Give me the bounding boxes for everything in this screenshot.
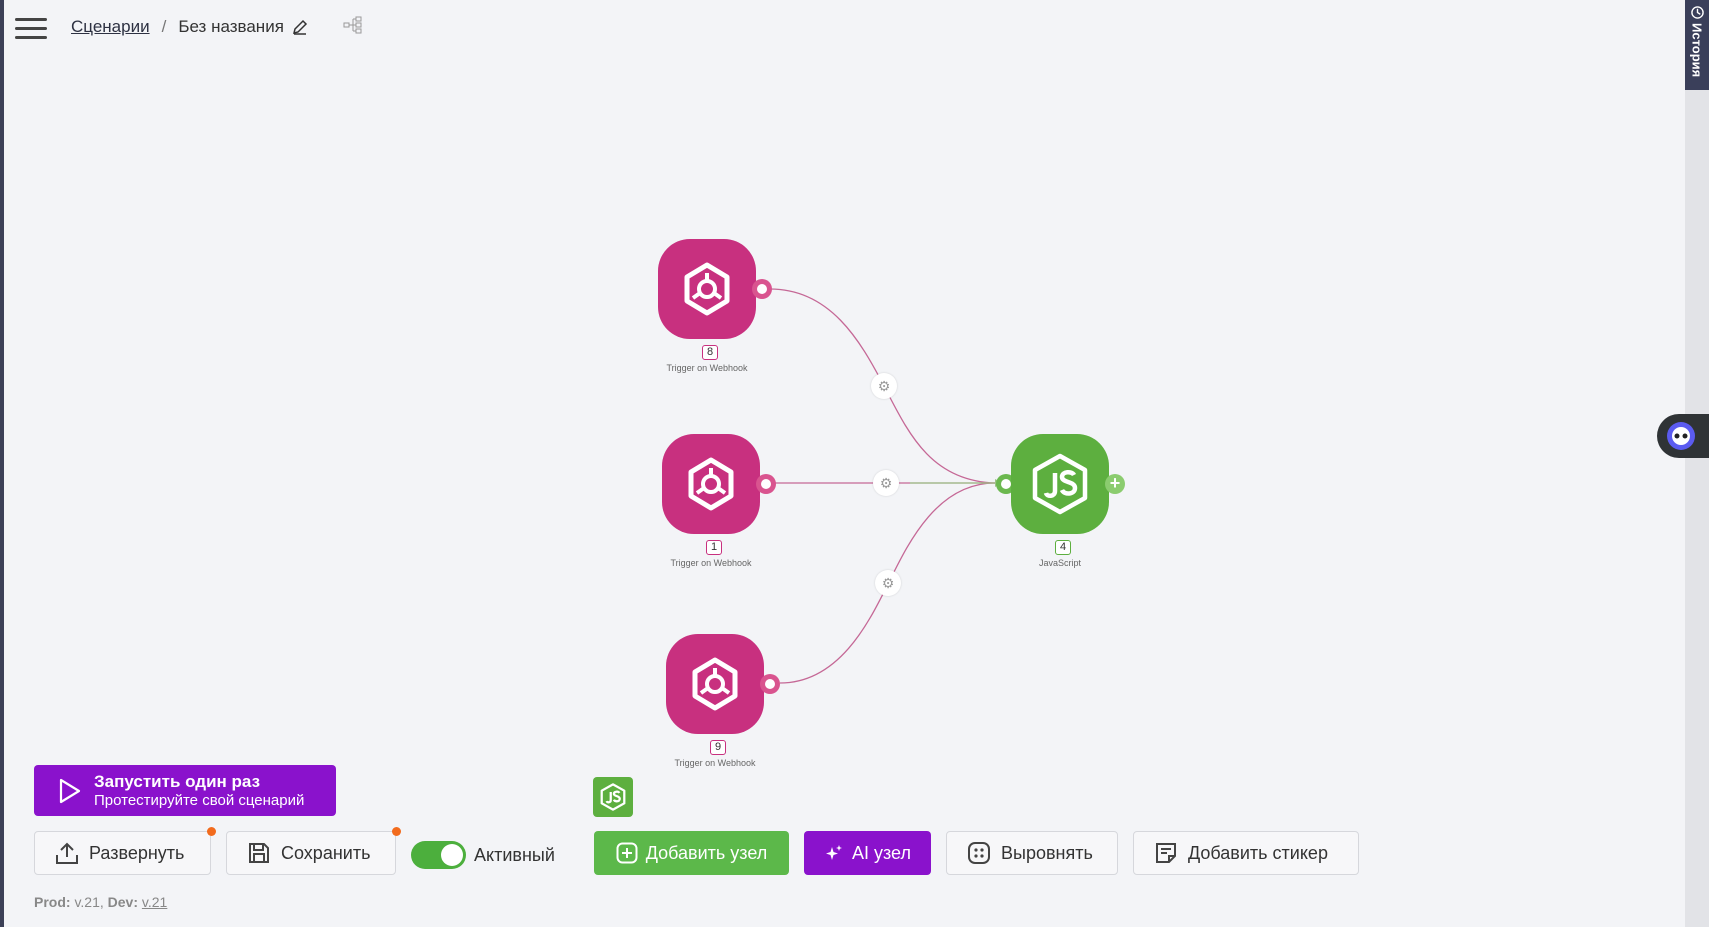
scenario-title: Без названия xyxy=(178,17,284,36)
sticker-icon xyxy=(1154,841,1178,865)
dev-label: Dev: xyxy=(107,894,139,910)
javascript-node[interactable] xyxy=(1011,434,1109,534)
add-node-button[interactable]: Добавить узел xyxy=(594,831,789,875)
play-icon xyxy=(59,778,81,803)
dev-version-link[interactable]: v.21 xyxy=(141,894,168,910)
add-node-label: Добавить узел xyxy=(645,842,768,863)
floppy-icon xyxy=(247,841,271,865)
js-node-shortcut[interactable] xyxy=(593,777,633,817)
add-sticker-label: Добавить стикер xyxy=(1188,842,1328,863)
sparkles-icon xyxy=(824,843,844,863)
history-label: История xyxy=(1689,23,1705,78)
node-number-badge: 8 xyxy=(702,345,718,360)
structure-icon[interactable] xyxy=(343,16,363,39)
webhook-icon xyxy=(688,457,734,511)
add-next-node-plus-icon[interactable]: + xyxy=(1105,474,1125,494)
connection-gear-icon[interactable]: ⚙ xyxy=(875,570,901,596)
webhook-trigger-node[interactable] xyxy=(662,434,760,534)
webhook-icon xyxy=(684,262,730,316)
assistant-button[interactable] xyxy=(1657,414,1709,458)
breadcrumb-scenarios-link[interactable]: Сценарии xyxy=(71,17,150,36)
run-once-button[interactable]: Запустить один раз Протестируйте свой сц… xyxy=(34,765,336,816)
node-number-badge: 4 xyxy=(1055,540,1071,555)
add-sticker-button[interactable]: Добавить стикер xyxy=(1133,831,1359,875)
right-sidebar xyxy=(1685,0,1709,927)
align-button[interactable]: Выровнять xyxy=(946,831,1118,875)
node-label: Trigger on Webhook xyxy=(670,558,752,568)
output-port[interactable] xyxy=(756,474,776,494)
node-label: Trigger on Webhook xyxy=(666,363,748,373)
pencil-icon[interactable] xyxy=(292,19,308,35)
prod-version: v.21, xyxy=(74,894,104,910)
upload-icon xyxy=(55,841,79,865)
clock-icon xyxy=(1690,6,1704,19)
run-once-subtitle: Протестируйте свой сценарий xyxy=(94,791,305,809)
unsaved-dot xyxy=(207,827,216,836)
left-edge-bar xyxy=(0,0,4,927)
run-once-title: Запустить один раз xyxy=(94,771,261,791)
robot-face-icon xyxy=(1667,422,1695,450)
node-number-badge: 1 xyxy=(706,540,722,555)
ai-node-label: AI узел xyxy=(852,842,911,863)
deploy-button[interactable]: Развернуть xyxy=(34,827,216,875)
plus-square-icon xyxy=(616,842,638,864)
nodejs-icon xyxy=(1032,453,1088,515)
unsaved-dot xyxy=(392,827,401,836)
menu-icon[interactable] xyxy=(15,18,47,40)
breadcrumb-separator: / xyxy=(161,17,167,36)
node-label: JavaScript xyxy=(1038,558,1082,568)
nodejs-icon xyxy=(600,783,626,811)
ai-node-button[interactable]: AI узел xyxy=(804,831,931,875)
breadcrumb: Сценарии / Без названия xyxy=(71,17,308,37)
deploy-label: Развернуть xyxy=(89,842,185,863)
history-tab[interactable]: История xyxy=(1685,0,1709,90)
align-label: Выровнять xyxy=(1001,842,1093,863)
node-number-badge: 9 xyxy=(710,740,726,755)
node-label: Trigger on Webhook xyxy=(674,758,756,768)
align-dots-icon xyxy=(967,841,991,865)
output-port[interactable] xyxy=(760,674,780,694)
active-switch[interactable] xyxy=(411,841,466,869)
save-button[interactable]: Сохранить xyxy=(226,827,401,875)
webhook-trigger-node[interactable] xyxy=(666,634,764,734)
save-label: Сохранить xyxy=(281,842,371,863)
output-port[interactable] xyxy=(752,279,772,299)
active-toggle[interactable]: Активный xyxy=(411,841,555,869)
webhook-icon xyxy=(692,657,738,711)
active-label: Активный xyxy=(474,844,555,865)
connection-gear-icon[interactable]: ⚙ xyxy=(871,373,897,399)
version-info: Prod: v.21, Dev: v.21 xyxy=(34,894,167,910)
webhook-trigger-node[interactable] xyxy=(658,239,756,339)
connection-gear-icon[interactable]: ⚙ xyxy=(873,470,899,496)
prod-label: Prod: xyxy=(34,894,71,910)
